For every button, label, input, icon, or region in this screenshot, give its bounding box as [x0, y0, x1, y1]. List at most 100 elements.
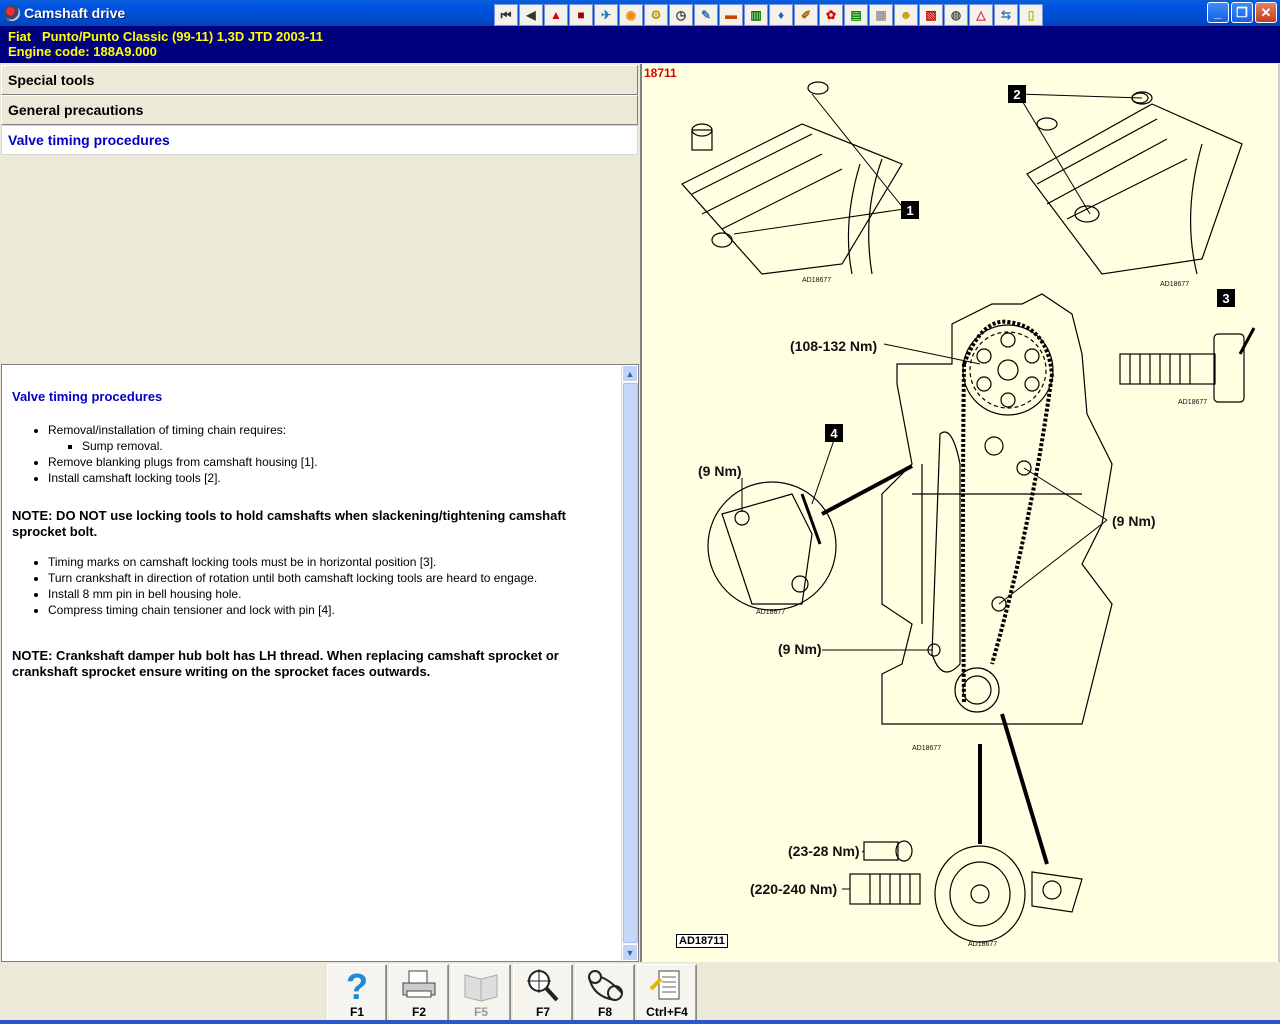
network-icon[interactable]: ⇆ — [994, 4, 1018, 26]
crank-damper — [849, 713, 1083, 943]
vehicle-icon[interactable]: ▬ — [719, 4, 743, 26]
subfig-ref: AD18677 — [968, 941, 997, 948]
engine-icon[interactable]: ⚙ — [644, 4, 668, 26]
left-pane: Special tools General precautions Valve … — [0, 64, 640, 964]
crank-sprocket — [954, 667, 1000, 713]
title-bar: Camshaft drive ⏮ ◀ ▲ ■ ✈ ◉ ⚙ ◷ ✎ ▬ ▥ ♦ ✐… — [0, 0, 1280, 26]
clock-icon[interactable]: ◷ — [669, 4, 693, 26]
belt-icon — [588, 970, 623, 1001]
procedure-text-pane[interactable]: Valve timing procedures Removal/installa… — [1, 364, 639, 962]
text-scrollbar[interactable]: ▲ ▼ — [621, 365, 638, 961]
toolbar: ⏮ ◀ ▲ ■ ✈ ◉ ⚙ ◷ ✎ ▬ ▥ ♦ ✐ ✿ ▤ ▦ ☻ ▧ ◍ △ … — [494, 4, 1043, 26]
engine-block — [881, 293, 1113, 725]
scroll-down-icon[interactable]: ▼ — [622, 944, 638, 961]
minimize-button[interactable]: _ — [1207, 2, 1229, 23]
notes-icon[interactable]: ▦ — [869, 4, 893, 26]
wiring-icon[interactable]: ✐ — [794, 4, 818, 26]
subfig-ref: AD18677 — [1160, 281, 1189, 288]
cam-sprocket — [962, 324, 1054, 416]
restore-button[interactable]: ❐ — [1231, 2, 1253, 23]
list-item: Remove blanking plugs from camshaft hous… — [48, 454, 612, 470]
callout-4: 4 — [825, 424, 843, 442]
f8-belt-button[interactable]: F8 — [575, 964, 635, 1022]
first-page-icon[interactable]: ⏮ — [494, 4, 518, 26]
close-button[interactable]: ✕ — [1255, 2, 1277, 23]
camshaft-housing-right — [1026, 91, 1243, 275]
list-item: Timing marks on camshaft locking tools m… — [48, 554, 612, 570]
diagnostic-icon[interactable]: ◍ — [944, 4, 968, 26]
callout-2: 2 — [1008, 85, 1026, 103]
guide-bolt-icon — [991, 596, 1007, 612]
guide-bolt-icon — [1016, 460, 1032, 476]
tool-icon[interactable]: ✈ — [594, 4, 618, 26]
book-icon — [464, 974, 498, 1002]
f2-print-button[interactable]: F2 — [389, 964, 449, 1022]
section-special-tools[interactable]: Special tools — [1, 65, 638, 95]
torque-guide-lower: (9 Nm) — [778, 641, 822, 657]
notepad-icon — [649, 970, 680, 1000]
f7-zoom-button[interactable]: F7 — [513, 964, 573, 1022]
taskbar-edge — [0, 1020, 1280, 1024]
spanner-icon[interactable]: ✎ — [694, 4, 718, 26]
scroll-thumb[interactable] — [623, 383, 638, 943]
list-item: Install 8 mm pin in bell housing hole. — [48, 586, 612, 602]
window-controls: _ ❐ ✕ — [1207, 2, 1277, 23]
section-gap — [0, 155, 640, 363]
ctrl-f4-notes-button[interactable]: Ctrl+F4 — [637, 964, 697, 1022]
procedure-list-2: Timing marks on camshaft locking tools m… — [48, 554, 612, 618]
stop-icon[interactable]: ■ — [569, 4, 593, 26]
print-icon[interactable]: ▤ — [844, 4, 868, 26]
procedure-heading: Valve timing procedures — [12, 389, 163, 404]
f5-book-button[interactable]: F5 — [451, 964, 511, 1022]
alert-icon[interactable]: △ — [969, 4, 993, 26]
vehicle-info-bar: Fiat Punto/Punto Classic (99-11) 1,3D JT… — [0, 26, 1280, 63]
diagram-id: 18711 — [644, 66, 677, 80]
note-lh-thread: NOTE: Crankshaft damper hub bolt has LH … — [12, 648, 559, 679]
gauge-icon[interactable]: ◉ — [619, 4, 643, 26]
section-general-precautions[interactable]: General precautions — [1, 95, 638, 125]
lubricant-icon[interactable]: ✿ — [819, 4, 843, 26]
subfig-ref: AD18677 — [756, 609, 785, 616]
callout-1: 1 — [901, 201, 919, 219]
locking-tool — [1119, 327, 1256, 403]
section-valve-timing[interactable]: Valve timing procedures — [1, 125, 638, 155]
list-item: Compress timing chain tensioner and lock… — [48, 602, 612, 618]
part-icon[interactable]: ♦ — [769, 4, 793, 26]
procedure-sublist: Sump removal. — [82, 438, 612, 454]
timing-chain — [961, 319, 1054, 705]
f1-help-button[interactable]: ? F1 — [327, 964, 387, 1022]
list-item: Install camshaft locking tools [2]. — [48, 470, 612, 486]
warning-icon[interactable]: ▲ — [544, 4, 568, 26]
faults-icon[interactable]: ☻ — [894, 4, 918, 26]
info-icon[interactable]: ▥ — [744, 4, 768, 26]
torque-detail-bolt: (9 Nm) — [698, 463, 742, 479]
window-title: Camshaft drive — [24, 5, 126, 21]
tensioner-detail-circle — [707, 481, 837, 611]
help-icon: ? — [346, 967, 368, 1003]
list-item: Removal/installation of timing chain req… — [48, 422, 612, 454]
vehicle-model: Fiat Punto/Punto Classic (99-11) 1,3D JT… — [8, 29, 323, 44]
printer-icon — [402, 970, 436, 998]
subfig-ref: AD18677 — [912, 745, 941, 752]
back-icon[interactable]: ◀ — [519, 4, 543, 26]
engine-code: Engine code: 188A9.000 — [8, 44, 157, 59]
idler-pulley — [984, 436, 1004, 456]
calendar-icon[interactable]: ▧ — [919, 4, 943, 26]
diagram-ref-label: AD18711 — [676, 934, 728, 948]
torque-guide-bolts: (9 Nm) — [1112, 513, 1156, 529]
list-item: Sump removal. — [82, 438, 612, 454]
app-logo-icon — [4, 5, 20, 21]
svg-text:2: 2 — [1013, 87, 1020, 102]
svg-text:4: 4 — [830, 426, 838, 441]
note-locking-tools: NOTE: DO NOT use locking tools to hold c… — [12, 508, 567, 539]
diagram-pane: 18711 — [640, 64, 1280, 962]
torque-cam-sprocket: (108-132 Nm) — [790, 338, 877, 354]
page-icon[interactable]: ▯ — [1019, 4, 1043, 26]
timing-diagram: 1 2 3 4 (108-132 Nm) (9 Nm) (9 Nm) (9 Nm… — [681, 81, 1256, 948]
camshaft-housing-left — [681, 81, 903, 275]
scroll-up-icon[interactable]: ▲ — [622, 365, 638, 382]
torque-damper-bolt: (23-28 Nm) — [788, 843, 860, 859]
detail-pointer — [821, 464, 913, 516]
diagram-edge — [1278, 64, 1280, 962]
